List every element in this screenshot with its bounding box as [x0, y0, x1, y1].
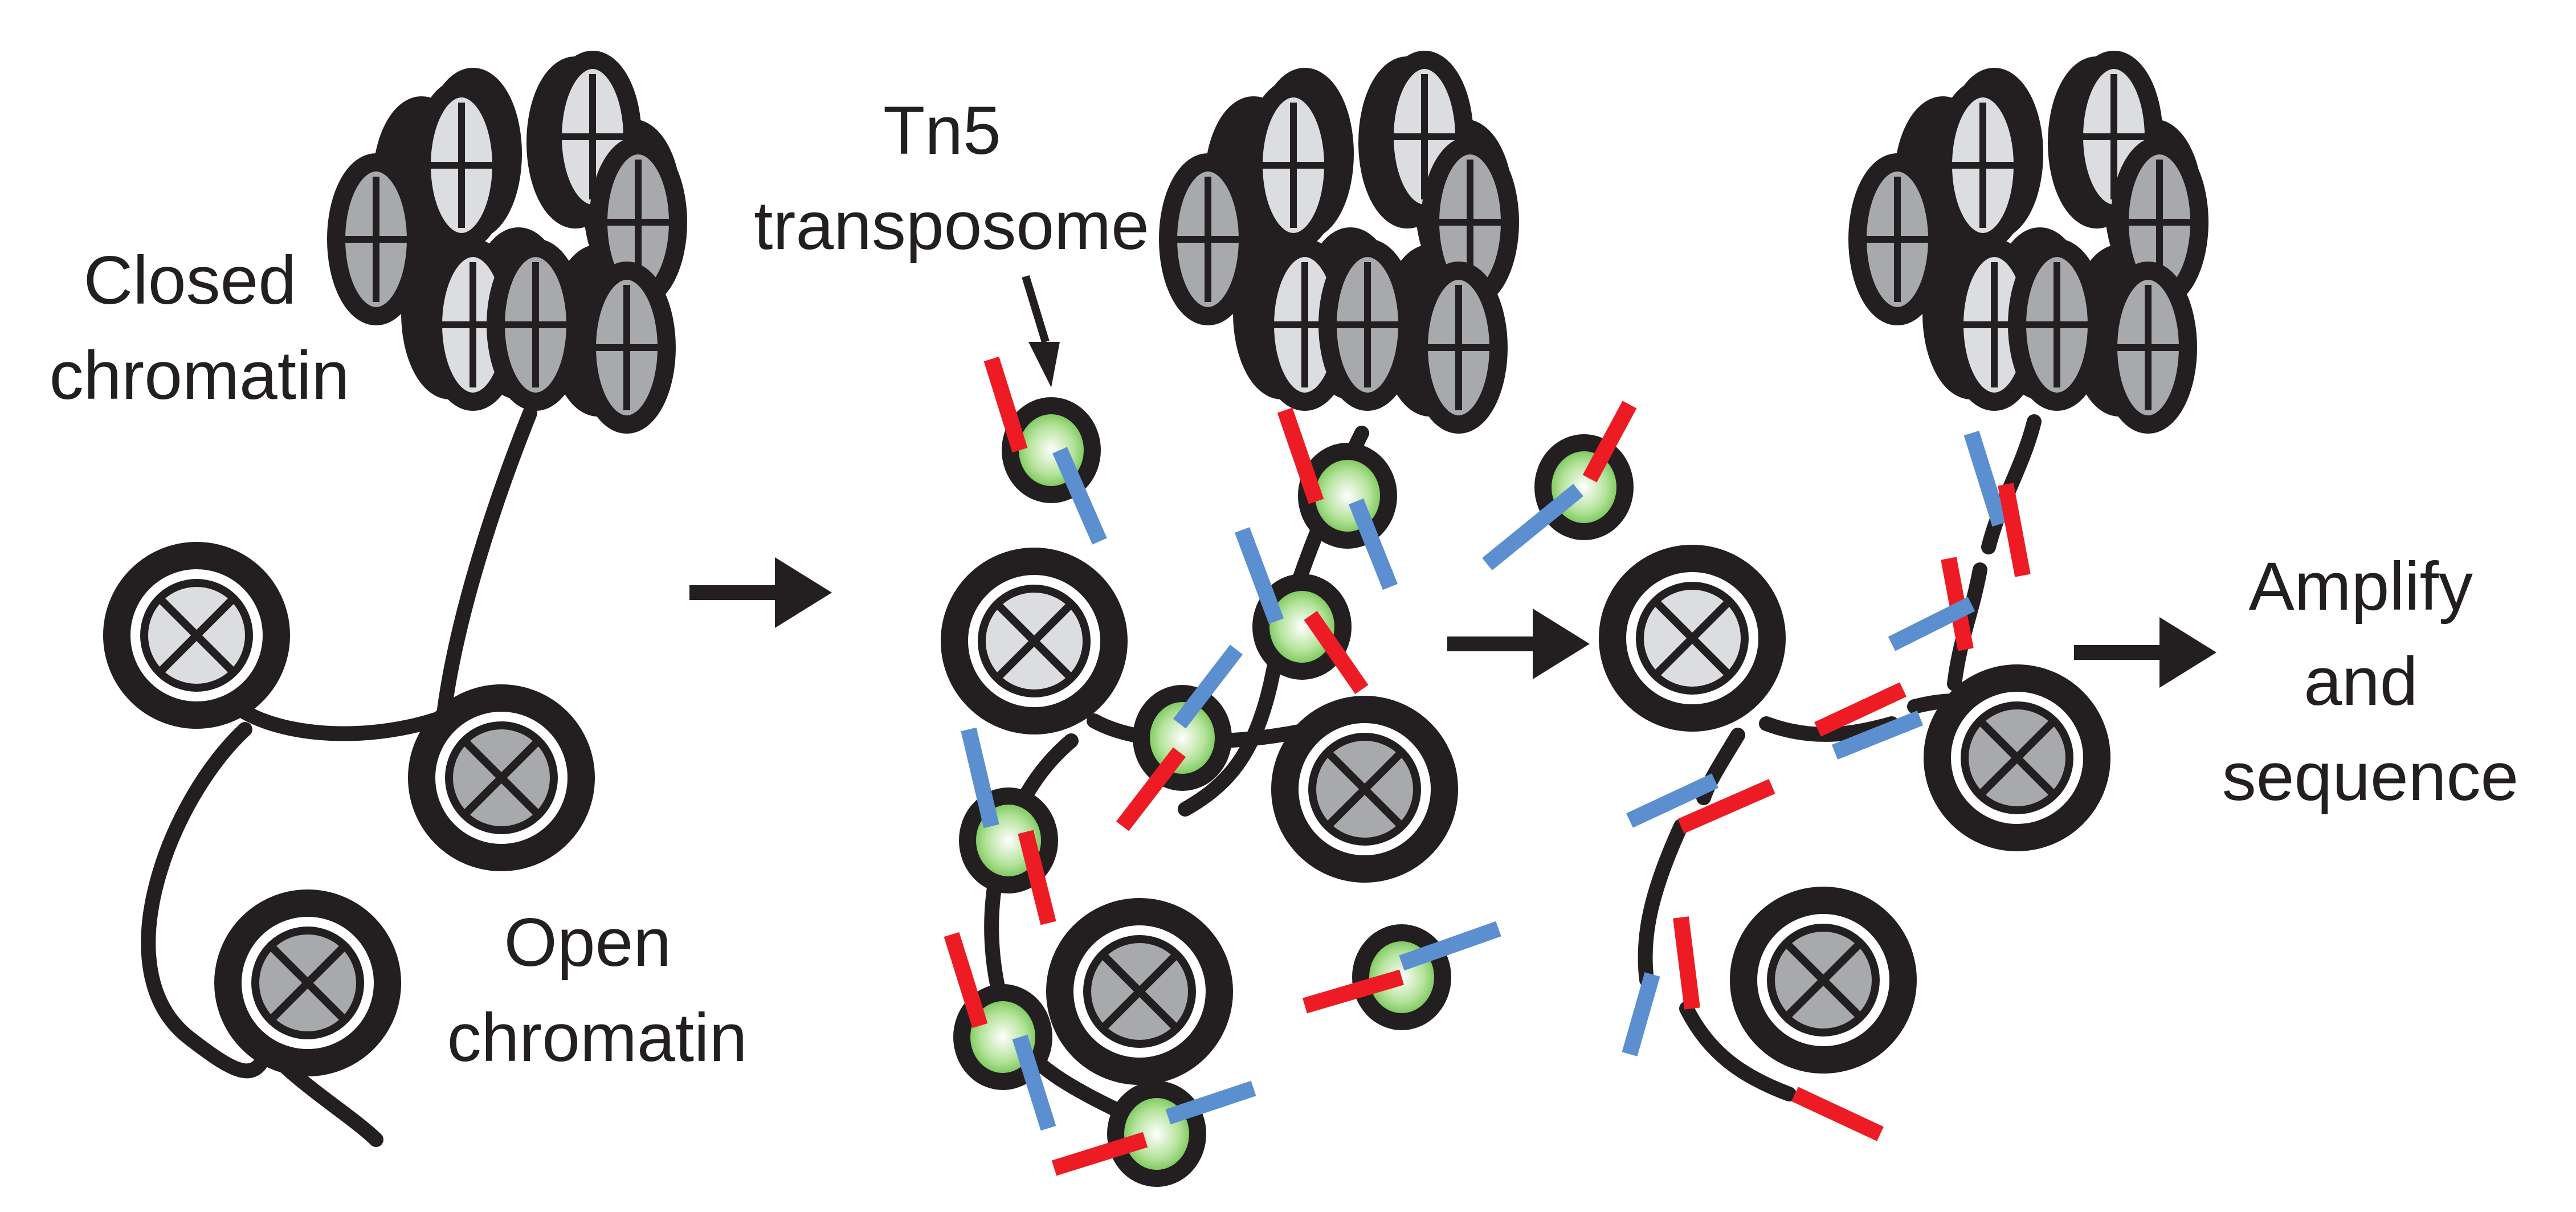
closed-chromatin-label: Closed chromatin: [50, 242, 350, 414]
pointer-arrow-icon: [1022, 275, 1060, 387]
adapter-bar-icon: [1622, 430, 2031, 1141]
closed-chromatin-cluster: [336, 60, 678, 425]
nucleosome-icon: [1060, 912, 1219, 1071]
nucleosome-icon: [1744, 900, 1903, 1060]
arrow-right-icon: [689, 557, 832, 628]
open-chromatin-label: Open chromatin: [447, 904, 748, 1076]
dna-fragment: [1638, 819, 1688, 987]
tn5-transposome-label: Tn5 transposome: [754, 92, 1149, 264]
amplify-sequence-label: Amplify and sequence: [2222, 548, 2518, 815]
arrow-right-icon: [1447, 609, 1590, 679]
adapter-bar-icon: [944, 356, 1637, 1176]
dna-fragment: [1679, 1001, 1797, 1101]
nucleosome-icon: [954, 561, 1114, 721]
tn5-transposome-icon: [1141, 693, 1223, 782]
panel-before: Closed chromatin Open chromatin: [50, 60, 748, 1147]
nucleosome-icon: [1285, 709, 1444, 869]
closed-chromatin-cluster: [1858, 60, 2199, 425]
panel-fragments: [1612, 60, 2199, 1141]
nucleosome-icon: [1937, 678, 2097, 838]
closed-chromatin-cluster: [1168, 60, 1510, 425]
nucleosome-icon: [1612, 558, 1772, 718]
nucleosome-icon: [422, 698, 581, 858]
nucleosome-icon: [228, 903, 387, 1063]
dna-strand: [434, 406, 537, 742]
dna-strand: [141, 722, 383, 1147]
arrow-right-icon: [2074, 617, 2216, 688]
panel-tagmentation: Tn5 transposome: [754, 60, 1637, 1178]
nucleosome-icon: [117, 556, 276, 715]
